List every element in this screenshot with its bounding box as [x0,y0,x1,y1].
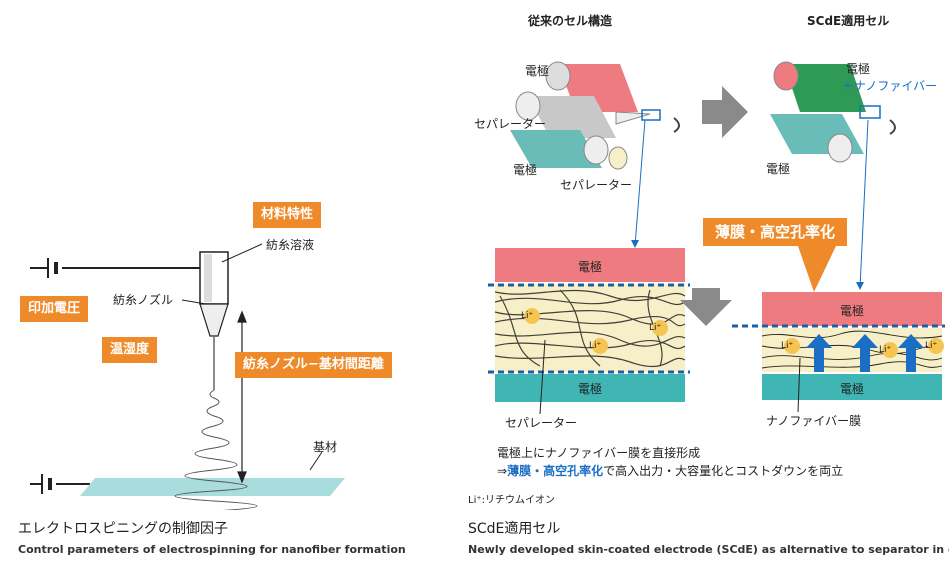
conv-electrode-top [495,248,685,282]
title-conventional: 従来のセル構造 [528,14,613,28]
right-caption-en: Newly developed skin-coated electrode (S… [468,543,949,556]
label-separator-2: セパレーター [560,178,633,192]
ion-flow-arrow-icon [806,334,924,372]
label-scde-nanofiber: ＋ナノファイバー [842,79,938,93]
label-separator-3: セパレーター [505,416,578,430]
left-caption-jp: エレクトロスピニングの制御因子 [18,521,228,537]
compare-arrow-icon [680,288,732,326]
note-line-2: ⇒薄膜・高空孔率化で高入出力・大容量化とコストダウンを両立 [497,464,843,478]
conv-band-top-label: 電極 [577,260,602,274]
li-ion-label: Li⁺ [925,341,938,351]
li-ion-label: Li⁺ [649,323,662,333]
label-substrate: 基材 [313,440,338,454]
label-electrode-top: 電極 [525,64,550,78]
scde-roll-icon [770,61,896,163]
tag-nozzle-substrate-distance: 紡糸ノズル−基材間距離 [235,352,392,378]
label-scde-electrode: 電極 [846,62,871,76]
electrospinning-diagram [30,243,345,510]
label-spinning-nozzle: 紡糸ノズル [113,293,174,307]
right-caption-jp: SCdE適用セル [468,521,561,537]
li-ion-label: Li⁺ [521,311,534,321]
scde-electrode-top [762,292,942,326]
conventional-roll-icon [510,61,680,170]
substrate-shape [80,478,345,496]
tag-material-properties: 材料特性 [253,202,322,228]
li-ion-icon [524,308,668,354]
tag-temperature-humidity: 温湿度 [102,337,158,363]
conv-separator-fibers [494,289,686,367]
nozzle-tip [199,303,229,337]
callout-thin-high-porosity: 薄膜・高空孔率化 [703,218,848,246]
tag-applied-voltage: 印加電圧 [20,296,89,322]
title-scde: SCdE適用セル [807,14,890,28]
note-arrow: ⇒ [497,464,508,478]
note-rest: で高入出力・大容量化とコストダウンを両立 [603,464,844,478]
transition-arrow-icon [702,86,748,138]
fiber-spiral [174,389,258,510]
legend-li-ion: Li⁺:リチウムイオン [468,495,555,506]
left-caption-en: Control parameters of electrospinning fo… [18,543,406,556]
label-spinning-solution: 紡糸溶液 [266,238,315,252]
conv-band-bottom-label: 電極 [577,382,602,396]
li-ion-label: Li⁺ [879,345,892,355]
label-separator-1: セパレーター [474,117,547,131]
note-line-1: 電極上にナノファイバー膜を直接形成 [497,446,701,460]
label-electrode-bottom: 電極 [513,163,538,177]
callout-pointer [798,246,836,292]
distance-arrow [237,310,247,484]
scde-band-bottom-label: 電極 [839,382,864,396]
power-source-icon [30,258,200,278]
conv-electrode-bottom [495,374,685,402]
ground-icon [30,474,90,494]
label-nanofiber-membrane: ナノファイバー膜 [766,414,862,428]
scde-cell-diagram [488,61,945,415]
note-highlight: 薄膜・高空孔率化 [507,464,604,478]
scde-electrode-bottom [762,374,942,400]
scde-band-top-label: 電極 [839,304,864,318]
label-scde-electrode-bottom: 電極 [766,162,791,176]
li-ion-label: Li⁺ [589,341,602,351]
li-ion-label: Li⁺ [781,341,794,351]
